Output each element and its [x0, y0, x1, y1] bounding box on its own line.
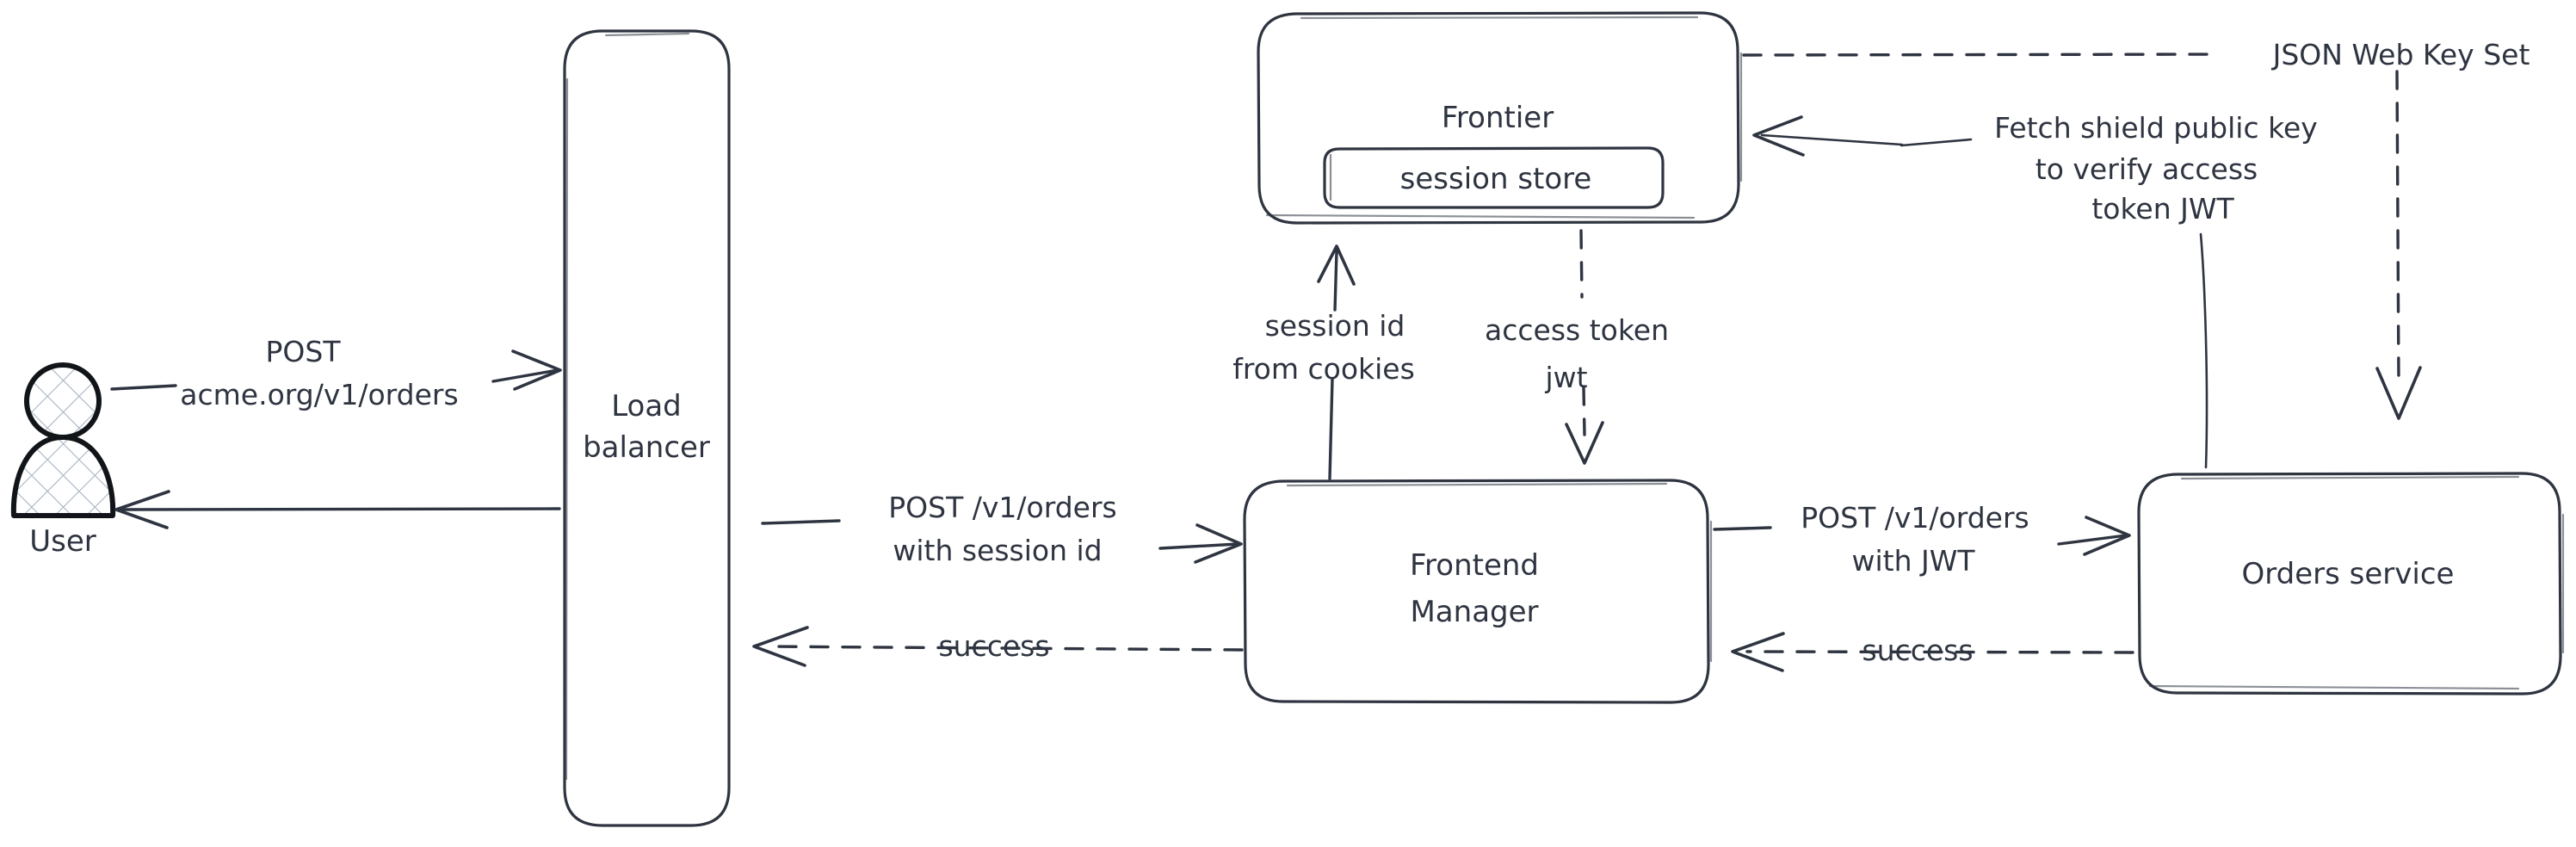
edge-label-fm-to-frontier-line1: session id — [1265, 309, 1405, 343]
edge-label-lb-to-fm-line2: with session id — [893, 534, 1102, 567]
edge-frontend-manager-to-load-balancer — [752, 626, 1244, 667]
frontier-label: Frontier — [1442, 101, 1554, 135]
node-frontend-manager[interactable] — [1243, 479, 1713, 704]
edge-label-orders-to-frontier-line3: token JWT — [2091, 192, 2234, 226]
edge-frontend-manager-to-frontier — [1317, 244, 1356, 480]
edge-orders-service-to-frontend-manager — [1731, 632, 2134, 672]
node-session-store[interactable] — [1323, 146, 1665, 209]
session-store-label: session store — [1400, 162, 1592, 196]
edge-label-orders-to-frontier-line2: to verify access — [2035, 152, 2258, 186]
edge-frontend-manager-to-orders-service — [1713, 516, 2131, 556]
load-balancer-label-line1: Load — [611, 389, 682, 424]
edge-label-user-to-lb-line2: acme.org/v1/orders — [180, 378, 458, 411]
edge-label-frontier-to-orders: JSON Web Key Set — [2271, 38, 2530, 71]
edge-label-orders-to-frontier-line1: Fetch shield public key — [1994, 111, 2318, 145]
orders-service-label: Orders service — [2242, 557, 2455, 591]
edge-label-frontier-to-fm-line2: jwt — [1544, 361, 1587, 394]
edge-load-balancer-to-frontend-manager — [761, 519, 1243, 564]
frontend-manager-label-line2: Manager — [1410, 595, 1538, 629]
edge-user-to-load-balancer — [110, 349, 562, 391]
edge-label-fm-to-orders-line1: POST /v1/orders — [1801, 501, 2029, 535]
frontend-manager-label-line1: Frontend — [1410, 548, 1539, 583]
user-label: User — [29, 524, 96, 559]
edge-label-lb-to-fm-line1: POST /v1/orders — [888, 491, 1116, 524]
load-balancer-label-line2: balancer — [583, 430, 710, 465]
edge-orders-service-to-frontier — [1752, 115, 2208, 469]
node-frontier[interactable] — [1257, 11, 1743, 225]
edge-label-orders-to-fm: success — [1862, 634, 1973, 667]
edge-load-balancer-to-user — [114, 490, 561, 529]
node-orders-service[interactable] — [2137, 472, 2565, 696]
user-actor-icon — [10, 362, 116, 518]
edge-label-fm-to-orders-line2: with JWT — [1851, 544, 1975, 578]
edge-label-frontier-to-fm-line1: access token — [1485, 313, 1669, 347]
edge-frontier-to-orders-service — [1742, 53, 2422, 420]
edge-label-fm-to-lb: success — [938, 629, 1049, 663]
node-load-balancer[interactable] — [563, 29, 731, 827]
edge-label-fm-to-frontier-line2: from cookies — [1232, 352, 1415, 386]
edge-label-user-to-lb-line1: POST — [266, 335, 342, 368]
edge-frontier-to-frontend-manager — [1565, 229, 1604, 465]
